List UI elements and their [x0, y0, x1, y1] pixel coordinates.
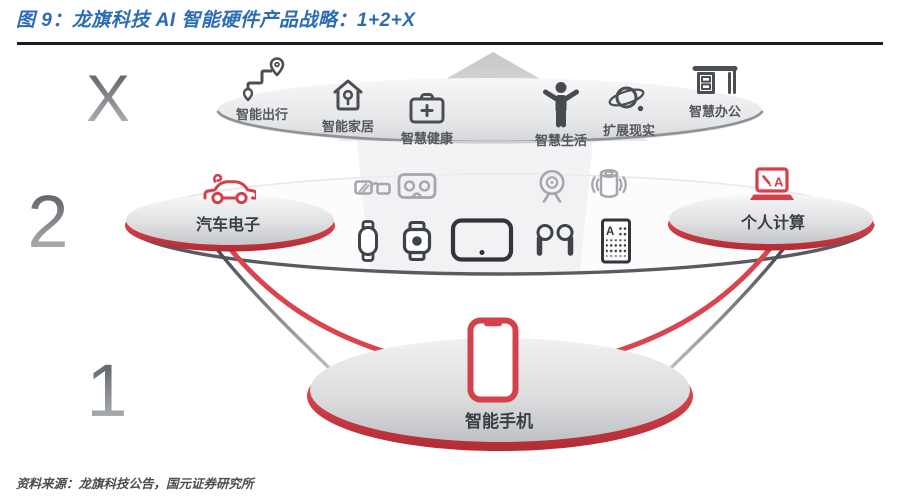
automotive-node: 汽车电子 [196, 166, 260, 235]
smartphone-label: 智能手机 [465, 412, 533, 431]
automotive-label: 汽车电子 [195, 217, 261, 234]
person-arms-up-icon [542, 82, 579, 128]
x-item-smart-health: 智慧健康 [401, 88, 453, 147]
x-item-extended-reality: 扩展现实 [603, 78, 655, 139]
source-note: 资料来源：龙旗科技公告，国元证券研究所 [16, 477, 254, 491]
desk-icon [692, 66, 738, 94]
automotive-ellipse [126, 195, 334, 245]
e-reader-glyph: A [606, 226, 614, 238]
smartwatch-icon [402, 221, 432, 261]
x-item-smart-life: 智慧生活 [535, 80, 587, 149]
personal-computing-node: A 个人计算 [741, 164, 805, 233]
x-item-smart-travel: 智能出行 [236, 56, 288, 123]
level-1-badge: 1 [86, 349, 128, 432]
title-underline [17, 42, 883, 45]
e-reader-icon: A [601, 218, 631, 264]
x-item-smart-home: 智能家居 [322, 74, 374, 135]
route-navigation-icon [242, 57, 285, 102]
smart-home-icon [333, 79, 363, 111]
level-2-badge: 2 [27, 180, 69, 263]
left-red-swoosh [221, 238, 409, 361]
level-x-ellipse [217, 78, 763, 144]
planet-icon [608, 86, 645, 112]
right-red-swoosh [591, 238, 779, 361]
x-item-label: 智能出行 [235, 107, 289, 122]
laptop-screen-glyph: A [774, 175, 784, 190]
fitness-band-icon [358, 220, 378, 262]
smart-speaker-icon [591, 168, 627, 199]
x-item-label: 扩展现实 [602, 123, 656, 138]
earbuds-icon [536, 224, 574, 256]
figure-title: 图 9：龙旗科技 AI 智能硬件产品战略：1+2+X [16, 10, 416, 31]
smart-glasses-icon [354, 180, 391, 195]
laptop-stylus-icon: A [749, 167, 794, 200]
x-item-label: 智能家居 [321, 119, 375, 134]
first-aid-kit-icon [409, 93, 445, 124]
car-icon [203, 173, 256, 205]
vr-headset-icon [397, 173, 437, 199]
x-item-label: 智慧健康 [400, 131, 454, 146]
smartphone-icon [467, 317, 519, 403]
personal-computing-label: 个人计算 [740, 215, 806, 232]
x-item-smart-office: 智慧办公 [689, 57, 741, 120]
level-x-badge: X [85, 61, 131, 135]
x-item-label: 智慧办公 [688, 104, 742, 119]
personal-computing-ellipse [669, 194, 873, 244]
webcam-icon [539, 169, 565, 203]
level-2-disc-rim [125, 223, 875, 276]
tablet-icon [450, 218, 514, 262]
x-item-label: 智慧生活 [534, 133, 588, 148]
